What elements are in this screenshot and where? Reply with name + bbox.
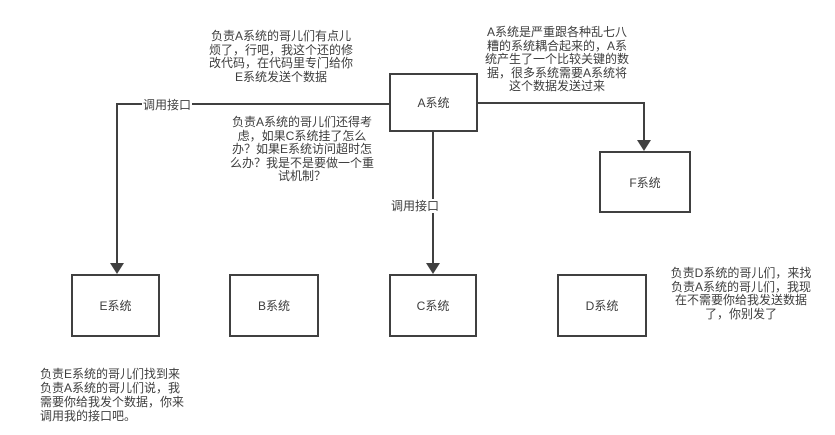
arrowhead-down-icon bbox=[637, 140, 651, 151]
system-box-c: C系统 bbox=[389, 274, 477, 337]
system-box-c-label: C系统 bbox=[416, 299, 450, 313]
arrowhead-down-icon bbox=[426, 263, 440, 274]
system-box-d: D系统 bbox=[557, 274, 647, 337]
note-a-retry-concern: 负责A系统的哥儿们还得考 虑，如果C系统挂了怎么 办？如果E系统访问超时怎 么办… bbox=[229, 115, 374, 183]
arrowhead-down-icon bbox=[110, 263, 124, 274]
connector-a-to-f-vertical bbox=[643, 102, 645, 142]
system-box-b: B系统 bbox=[229, 274, 319, 337]
note-a-coupling: A系统是严重跟各种乱七八 糟的系统耦合起来的，A系 统产生了一个比较关键的数 据… bbox=[484, 25, 629, 93]
note-a-modify-code: 负责A系统的哥儿们有点儿 烦了，行吧，我这个还的修 改代码，在代码里专门给你 E… bbox=[208, 29, 353, 84]
edge-label-call-interface-e: 调用接口 bbox=[142, 98, 193, 112]
connector-a-to-c-vertical bbox=[432, 130, 434, 265]
system-box-d-label: D系统 bbox=[585, 299, 619, 313]
system-box-e: E系统 bbox=[71, 274, 160, 337]
connector-a-to-e-horizontal bbox=[116, 103, 391, 105]
system-box-b-label: B系统 bbox=[257, 299, 290, 313]
note-e-request-data: 负责E系统的哥儿们找到来 负责A系统的哥儿们说，我 需要你给我发个数据，你来 调… bbox=[40, 367, 185, 423]
system-box-a: A系统 bbox=[389, 73, 478, 132]
connector-a-to-e-vertical bbox=[116, 103, 118, 265]
system-box-a-label: A系统 bbox=[417, 96, 450, 110]
note-d-no-need-data: 负责D系统的哥儿们，来找 负责A系统的哥儿们，我现 在不需要你给我发送数据 了，… bbox=[670, 266, 812, 321]
system-box-e-label: E系统 bbox=[99, 299, 132, 313]
system-box-f: F系统 bbox=[599, 151, 691, 213]
system-box-f-label: F系统 bbox=[629, 175, 661, 190]
edge-label-call-interface-c: 调用接口 bbox=[390, 199, 441, 213]
connector-a-to-f-horizontal bbox=[476, 102, 645, 104]
